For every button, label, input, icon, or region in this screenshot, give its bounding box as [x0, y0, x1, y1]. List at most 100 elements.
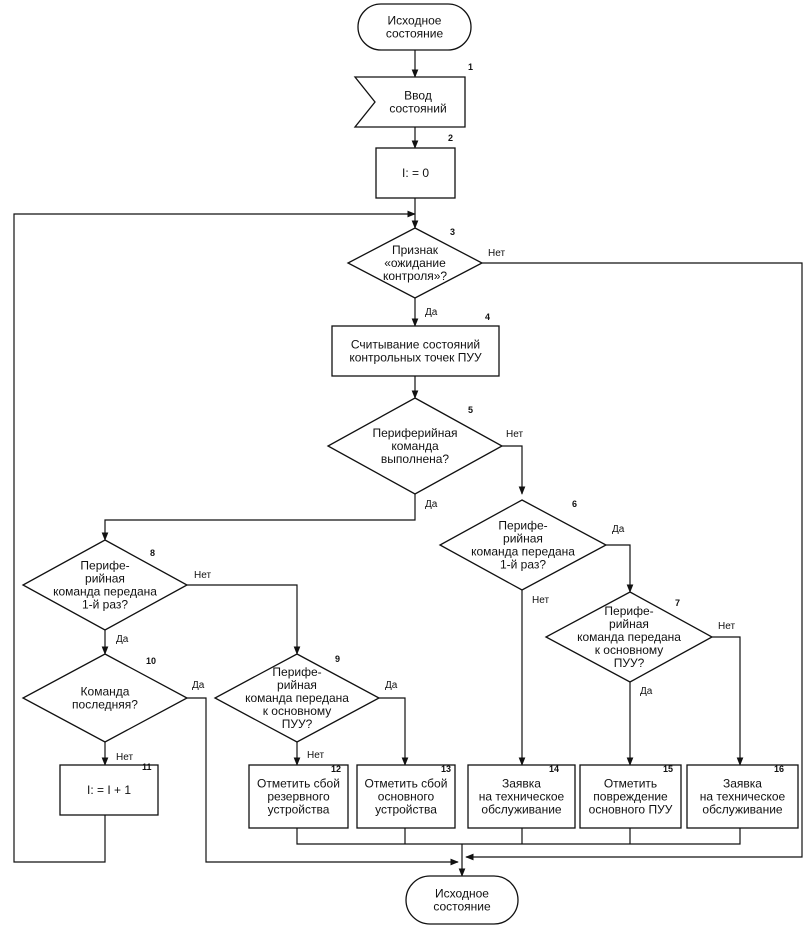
- node-number: 14: [549, 764, 559, 774]
- node-label-line: Отметить сбой: [257, 777, 340, 791]
- node-label-line: «ожидание: [384, 256, 446, 270]
- edge-n7-no: [712, 636, 744, 766]
- branch-label-no: Нет: [194, 570, 211, 581]
- node-label-line: Исходное: [435, 887, 489, 901]
- node-label-line: Заявка: [723, 777, 762, 791]
- node-label-line: резервного: [267, 790, 330, 804]
- node-label-line: обслуживание: [481, 803, 562, 817]
- node-label-line: команда передана: [577, 630, 681, 644]
- node-number: 9: [335, 654, 340, 664]
- node-number: 5: [468, 405, 473, 415]
- edge-n8-no: [187, 584, 301, 655]
- node-label-line: 1-й раз?: [82, 598, 128, 612]
- node-label-line: Перифе-: [498, 519, 547, 533]
- node-label-line: Исходное: [388, 14, 442, 28]
- branch-label-no: Нет: [116, 752, 133, 763]
- node-number: 10: [146, 656, 156, 666]
- node-label-line: на техническое: [700, 790, 786, 804]
- node-number: 2: [448, 133, 453, 143]
- node-label-line: рийная: [609, 617, 649, 631]
- edge-n5-yes: [101, 494, 416, 541]
- node-label-line: Признак: [392, 243, 439, 257]
- node-label-line: команда передана: [245, 691, 349, 705]
- branch-label-yes: Да: [192, 680, 205, 691]
- node-label-line: устройства: [268, 803, 330, 817]
- node-label-line: рийная: [277, 678, 317, 692]
- node-label-line: Считывание состояний: [351, 338, 480, 352]
- node-number: 8: [150, 548, 155, 558]
- node-label-line: команда: [391, 439, 439, 453]
- node-number: 11: [142, 762, 152, 772]
- branch-label-no: Нет: [718, 621, 735, 632]
- node-label-line: основного ПУУ: [589, 803, 673, 817]
- branch-label-no: Нет: [488, 248, 505, 259]
- node-label-line: Ввод: [404, 89, 432, 103]
- node-label-line: контрольных точек ПУУ: [349, 351, 482, 365]
- node-number: 13: [441, 764, 451, 774]
- branch-label-yes: Да: [425, 307, 438, 318]
- init-counter-node: I: = 0: [375, 147, 456, 199]
- branch-label-yes: Да: [640, 686, 653, 697]
- node-label-line: к основному: [263, 704, 332, 718]
- node-label-line: 1-й раз?: [500, 558, 546, 572]
- node-label-line: Отметить сбой: [365, 777, 448, 791]
- node-numbers: 1 2 3 4 5 6 7 8 9 10 11 12 13 14 15 16: [142, 62, 784, 774]
- edge-n11-loop: [13, 210, 416, 863]
- branch-label-yes: Да: [425, 499, 438, 510]
- edge-n5-no: [502, 445, 526, 495]
- node-number: 12: [331, 764, 341, 774]
- edge-n3-no: [465, 262, 803, 861]
- node-label-line: повреждение: [593, 790, 668, 804]
- node-label-line: Заявка: [502, 777, 541, 791]
- node-label-line: Команда: [81, 685, 130, 699]
- branch-label-no: Нет: [307, 750, 324, 761]
- node-label-line: рийная: [503, 532, 543, 546]
- node-label-line: контроля»?: [383, 269, 447, 283]
- node-label-line: I: = I + 1: [87, 783, 131, 797]
- node-label-line: устройства: [375, 803, 437, 817]
- node-number: 16: [774, 764, 784, 774]
- edge-n9-yes: [379, 697, 409, 766]
- branch-label-yes: Да: [385, 680, 398, 691]
- node-label-line: команда передана: [471, 545, 575, 559]
- node-label-line: рийная: [85, 572, 125, 586]
- node-label-line: состояние: [386, 27, 444, 41]
- node-number: 1: [468, 62, 473, 72]
- branch-label-no: Нет: [506, 429, 523, 440]
- node-label-line: состояний: [389, 102, 446, 116]
- node-label-line: I: = 0: [402, 166, 429, 180]
- node-label-line: выполнена?: [381, 452, 450, 466]
- node-label-line: состояние: [433, 900, 491, 914]
- node-number: 6: [572, 499, 577, 509]
- node-label-line: команда передана: [53, 585, 157, 599]
- node-number: 15: [663, 764, 673, 774]
- branch-label-no: Нет: [532, 595, 549, 606]
- node-label-line: Отметить: [604, 777, 657, 791]
- node-label-line: на техническое: [479, 790, 565, 804]
- node-label-line: последняя?: [72, 698, 138, 712]
- node-label-line: обслуживание: [702, 803, 783, 817]
- node-number: 3: [450, 227, 455, 237]
- edge-bottom-bus: [296, 828, 741, 845]
- branch-label-yes: Да: [116, 634, 129, 645]
- node-label-line: Перифе-: [272, 665, 321, 679]
- node-label-line: ПУУ?: [614, 656, 645, 670]
- node-label-line: к основному: [595, 643, 664, 657]
- node-label-line: ПУУ?: [282, 717, 313, 731]
- edge-n10-yes: [187, 697, 459, 866]
